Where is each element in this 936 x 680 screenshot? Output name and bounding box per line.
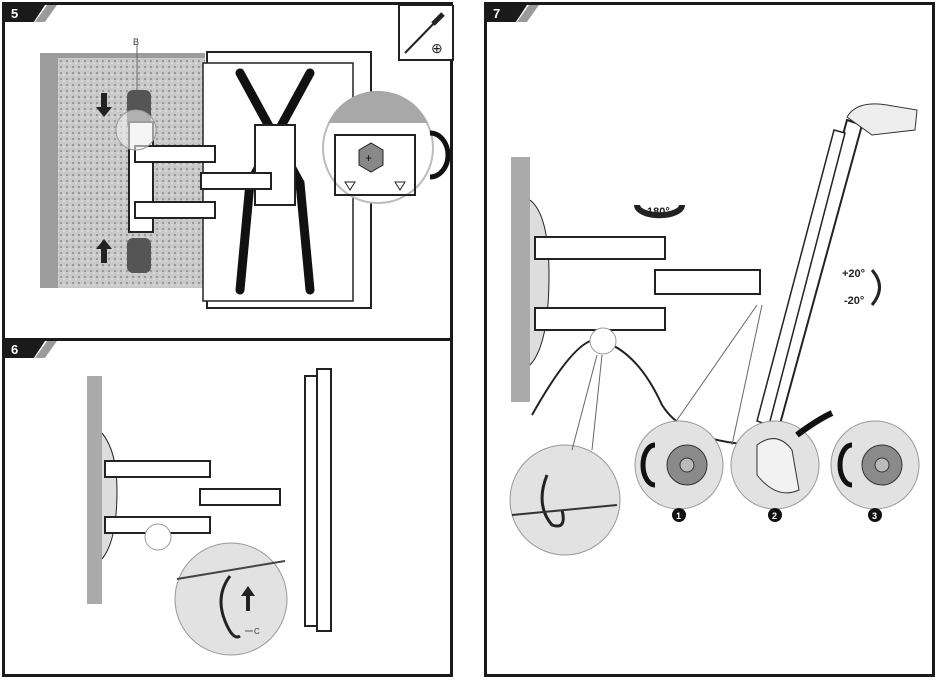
step-6-illustration: C	[87, 368, 332, 656]
screw-detail-circle: +	[322, 90, 451, 204]
step-7-tab	[487, 5, 527, 22]
wall	[40, 53, 205, 288]
bracket-plate	[254, 124, 296, 206]
substep-1-knob-loosen: 1	[634, 420, 724, 522]
hand-icon	[846, 103, 918, 136]
substep-number: 1	[676, 511, 681, 521]
cable-clip-detail-circle	[509, 444, 621, 556]
step-5-illustration: B + ⊕	[40, 5, 454, 309]
svg-text:+: +	[365, 151, 372, 165]
wall	[87, 376, 102, 604]
tv-side	[304, 368, 332, 632]
step-5-panel: 5	[2, 2, 454, 341]
substep-3-knob-tighten: 3	[830, 420, 920, 522]
swing-arm	[534, 236, 761, 331]
tilt-up-label: +20°	[842, 268, 865, 280]
callout-label-c: C	[254, 627, 260, 636]
cable-clip-detail-circle	[174, 542, 288, 656]
leader-lines	[571, 304, 763, 451]
substep-number: 3	[872, 511, 877, 521]
swivel-arrow-icon	[634, 204, 685, 219]
step-7-panel: 7 180° +20° -20° 1	[484, 2, 935, 677]
swing-arm	[134, 145, 272, 219]
wall	[511, 157, 530, 402]
step-7-illustration: 180° +20° -20° 1 2	[509, 103, 920, 556]
substep-2-hold-tv: 2	[730, 420, 820, 522]
detail-circle-small	[589, 327, 617, 355]
swivel-label: 180°	[647, 206, 670, 218]
lift-arrow-icon	[795, 410, 834, 438]
detail-circle-small	[115, 109, 157, 151]
substep-number: 2	[772, 511, 777, 521]
step-6-panel: 6 C	[2, 338, 453, 677]
cable	[531, 338, 768, 446]
tilt-arrow-icon	[870, 269, 881, 306]
step-number: 5	[11, 6, 19, 21]
wall-plate	[529, 199, 550, 366]
step-number: 7	[493, 6, 501, 21]
tilt-down-label: -20°	[844, 295, 864, 307]
step-6-tab	[5, 341, 45, 358]
step-number: 6	[11, 342, 19, 357]
screwdriver-handle	[431, 12, 445, 26]
step-5-tab	[5, 5, 45, 22]
direction-arrows	[96, 93, 112, 263]
callout-label-b: B	[133, 37, 139, 47]
phillips-symbol: ⊕	[431, 40, 443, 56]
detail-circle-small	[144, 523, 172, 551]
swing-arm	[104, 460, 281, 534]
wall-plate	[101, 432, 118, 560]
